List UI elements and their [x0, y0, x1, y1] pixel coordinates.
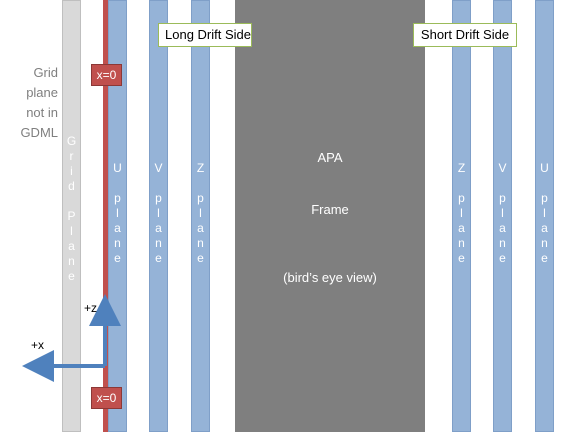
- v-plane-left-label: V p l a n e: [154, 161, 163, 265]
- grid-note-line: GDML: [20, 125, 58, 140]
- long-drift-label: Long Drift Side: [158, 23, 252, 47]
- v-plane-right-label: V p l a n e: [498, 161, 507, 265]
- x0-label-bottom: x=0: [91, 387, 122, 409]
- grid-plane-label: G r i d P l a n e: [66, 134, 77, 283]
- z-plane-left-label: Z p l a n e: [196, 161, 205, 265]
- apa-title: APA: [317, 150, 343, 165]
- apa-frame-label: Frame: [311, 202, 349, 217]
- grid-plane: G r i d P l a n e: [62, 0, 81, 432]
- grid-note-line: plane: [26, 85, 58, 100]
- x0-line: [103, 0, 108, 432]
- apa-frame: APA Frame (bird’s eye view): [235, 0, 425, 432]
- short-drift-label: Short Drift Side: [413, 23, 517, 47]
- grid-note-line: Grid: [33, 65, 58, 80]
- grid-note-line: not in: [26, 105, 58, 120]
- z-plane-right: Z p l a n e: [452, 0, 471, 432]
- x0-label-top: x=0: [91, 64, 122, 86]
- apa-view-note: (bird’s eye view): [283, 270, 377, 285]
- z-plane-right-label: Z p l a n e: [457, 161, 466, 265]
- plus-x-label: +x: [31, 338, 45, 352]
- u-plane-right-label: U p l a n e: [540, 161, 549, 265]
- u-plane-left-label: U p l a n e: [113, 161, 122, 265]
- grid-note: Grid plane not in GDML: [2, 63, 58, 143]
- z-plane-left: Z p l a n e: [191, 0, 210, 432]
- u-plane-right: U p l a n e: [535, 0, 554, 432]
- v-plane-right: V p l a n e: [493, 0, 512, 432]
- plus-z-label: +z: [84, 301, 98, 315]
